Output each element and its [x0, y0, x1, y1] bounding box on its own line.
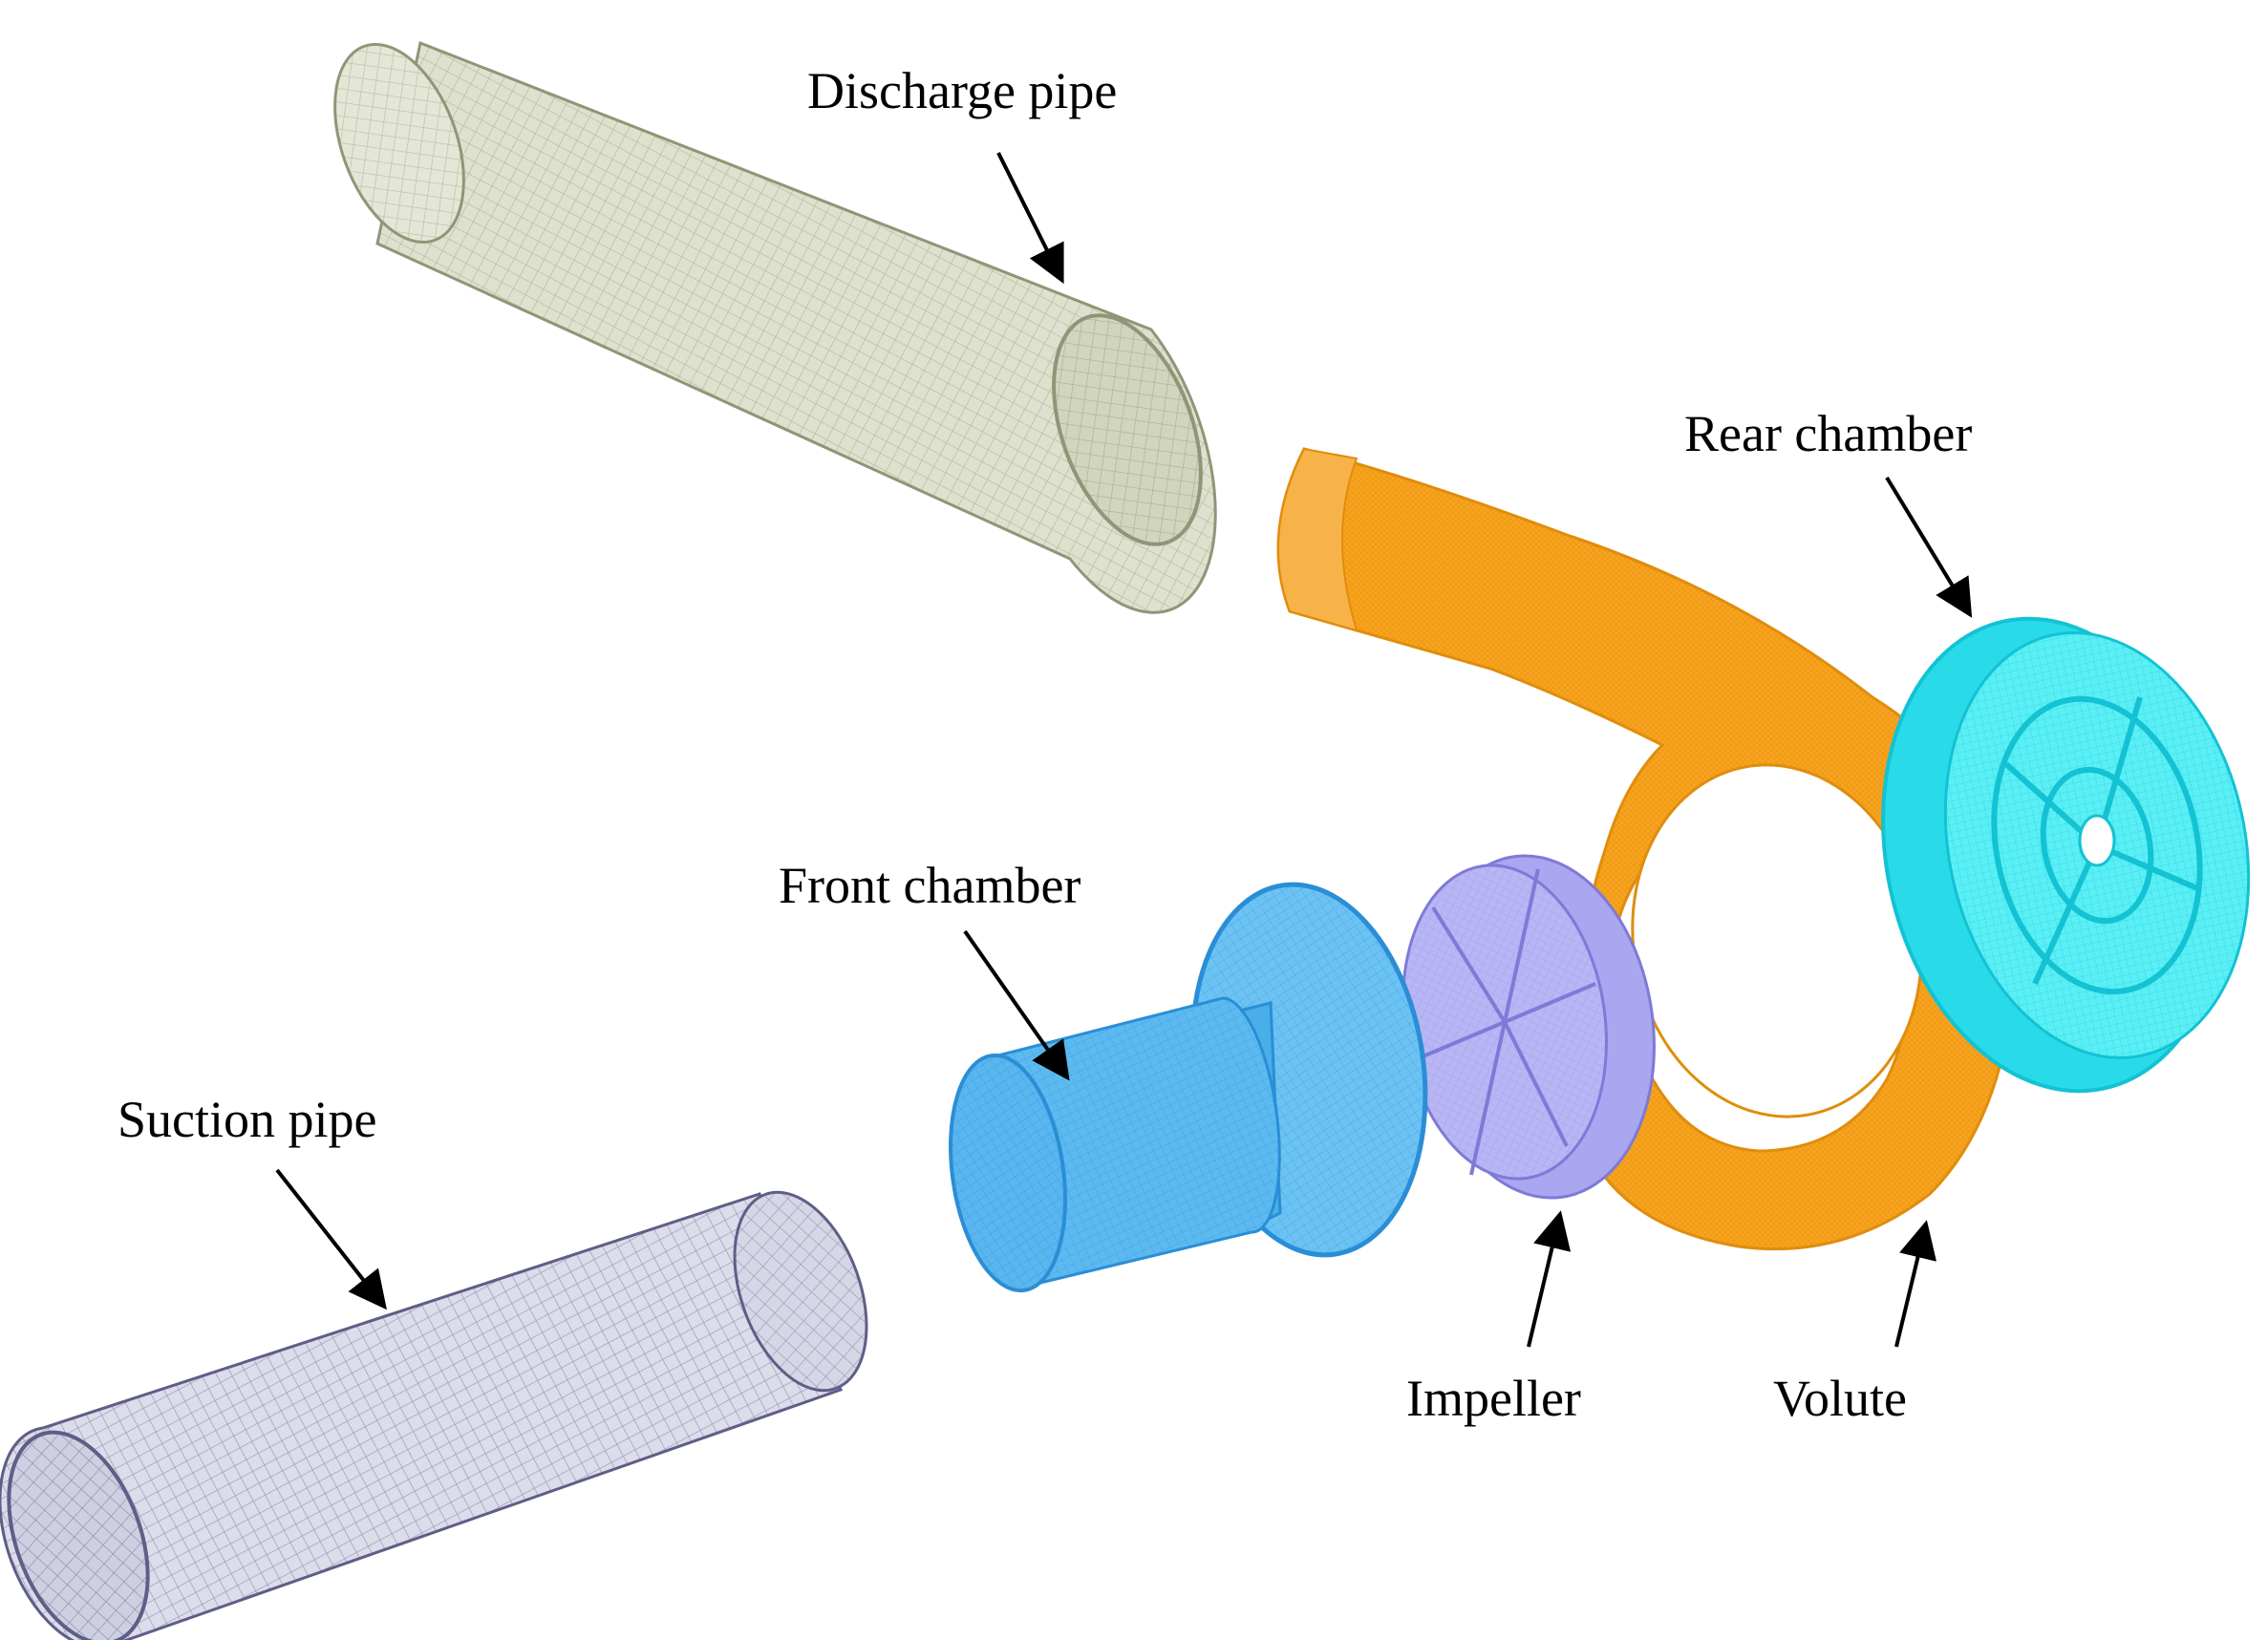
rear-chamber [1881, 616, 2251, 1094]
discharge-pipe [333, 40, 1217, 614]
label-rear-chamber: Rear chamber [1684, 405, 1972, 462]
arrow-impeller [1527, 1210, 1572, 1348]
label-front-chamber: Front chamber [779, 857, 1081, 914]
annotation-arrows [275, 152, 1973, 1348]
suction-pipe [0, 1190, 868, 1640]
arrow-front-chamber [963, 929, 1070, 1081]
volute [1276, 447, 2019, 1251]
label-impeller: Impeller [1406, 1370, 1581, 1427]
arrow-suction-pipe [275, 1168, 387, 1310]
label-volute: Volute [1773, 1370, 1907, 1427]
label-discharge-pipe: Discharge pipe [807, 62, 1117, 119]
arrow-volute [1894, 1220, 1936, 1348]
component-labels: Discharge pipe Rear chamber Front chambe… [118, 62, 1972, 1427]
label-suction-pipe: Suction pipe [118, 1091, 376, 1148]
arrow-rear-chamber [1885, 476, 1973, 618]
arrow-discharge-pipe [996, 152, 1064, 285]
front-chamber [949, 882, 1428, 1293]
impeller [1401, 854, 1656, 1200]
